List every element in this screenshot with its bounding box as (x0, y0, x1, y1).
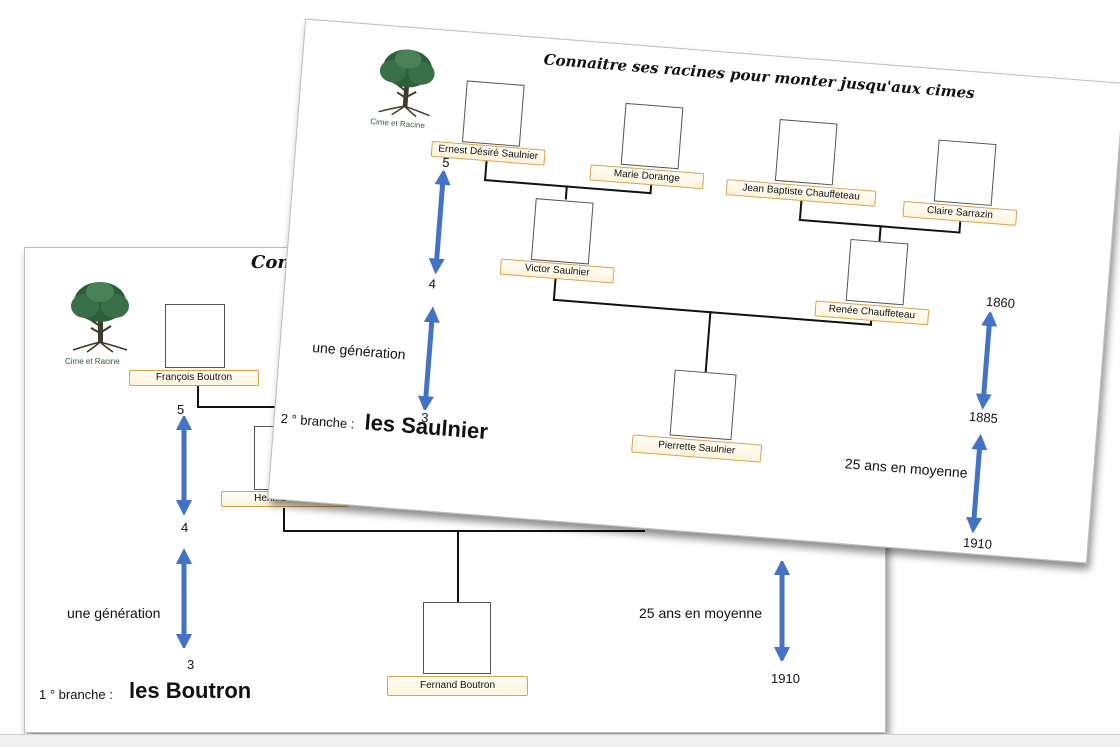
generation-label: une génération (311, 339, 407, 363)
number-3: 3 (187, 657, 195, 672)
connector (457, 530, 459, 602)
year-1910: 1910 (771, 671, 800, 686)
connector (869, 320, 873, 326)
connector (283, 508, 285, 532)
tree-icon (70, 281, 130, 353)
photo-marie (620, 102, 684, 170)
average-label: 25 ans en moyenne (844, 455, 969, 481)
year-1910: 1910 (962, 534, 993, 552)
sheet-saulnier: Connaitre ses racines pour monter jusqu'… (267, 18, 1120, 564)
logo-caption: Cime et Racine (65, 357, 120, 366)
branch-prefix: 1 ° branche : (39, 687, 113, 702)
number-4: 4 (181, 520, 189, 535)
label-fernand: Fernand Boutron (387, 676, 528, 696)
connector (283, 530, 645, 532)
bottom-bar (0, 734, 1120, 747)
label-marie: Marie Dorange (589, 164, 705, 190)
sheet2-title: Connaitre ses racines pour monter jusqu'… (543, 50, 976, 103)
branch-prefix: 2 ° branche : (280, 410, 355, 432)
logo-caption: Cime et Racine (369, 116, 426, 131)
arrow-generation (417, 170, 451, 411)
number-5: 5 (177, 402, 185, 417)
connector (958, 221, 962, 234)
arrow-generation (175, 416, 193, 648)
generation-label: une génération (67, 605, 161, 621)
year-1885: 1885 (968, 408, 999, 427)
photo-jean (774, 119, 838, 186)
tree-icon (375, 46, 438, 119)
connector (564, 185, 568, 200)
arrow-years (966, 311, 998, 534)
connector (878, 225, 882, 242)
connector (649, 185, 653, 195)
average-label: 25 ans en moyenne (639, 605, 762, 621)
photo-fernand (423, 602, 491, 674)
connector (704, 311, 712, 374)
label-francois: François Boutron (129, 370, 259, 386)
photo-victor (530, 198, 594, 265)
label-pierrette: Pierrette Saulnier (631, 434, 763, 463)
branch-name: les Boutron (129, 678, 252, 703)
connector (197, 406, 317, 408)
photo-claire (933, 139, 997, 206)
connector (552, 278, 557, 301)
year-1860: 1860 (985, 293, 1016, 312)
photo-pierrette (669, 369, 737, 441)
photo-renee (845, 238, 909, 306)
connector (197, 386, 199, 408)
branch-name: les Saulnier (363, 409, 489, 445)
number-5: 5 (441, 154, 451, 171)
arrow-years (773, 561, 791, 661)
photo-francois (165, 304, 225, 368)
photo-ernest (461, 80, 525, 147)
number-4: 4 (428, 276, 437, 292)
label-victor: Victor Saulnier (499, 258, 615, 284)
